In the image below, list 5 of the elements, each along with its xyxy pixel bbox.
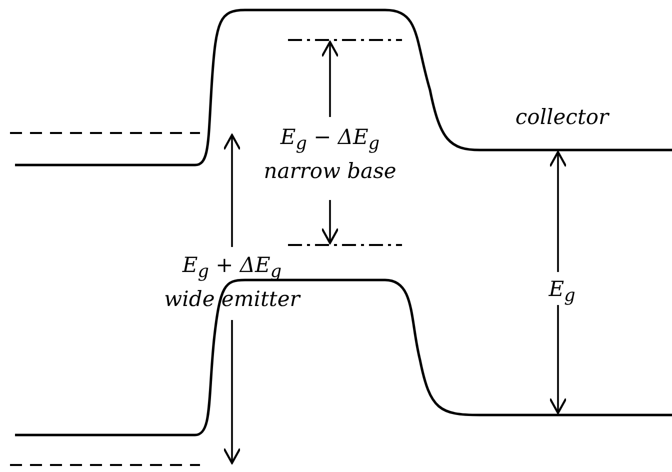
energy-label: E$_{g}$ − ΔE$_{g}$ [280, 124, 380, 156]
energy-label: E$_{g}$ [548, 276, 576, 308]
region-label: collector [515, 104, 609, 130]
region-label: narrow base [264, 158, 396, 184]
region-label: wide emitter [164, 286, 300, 312]
